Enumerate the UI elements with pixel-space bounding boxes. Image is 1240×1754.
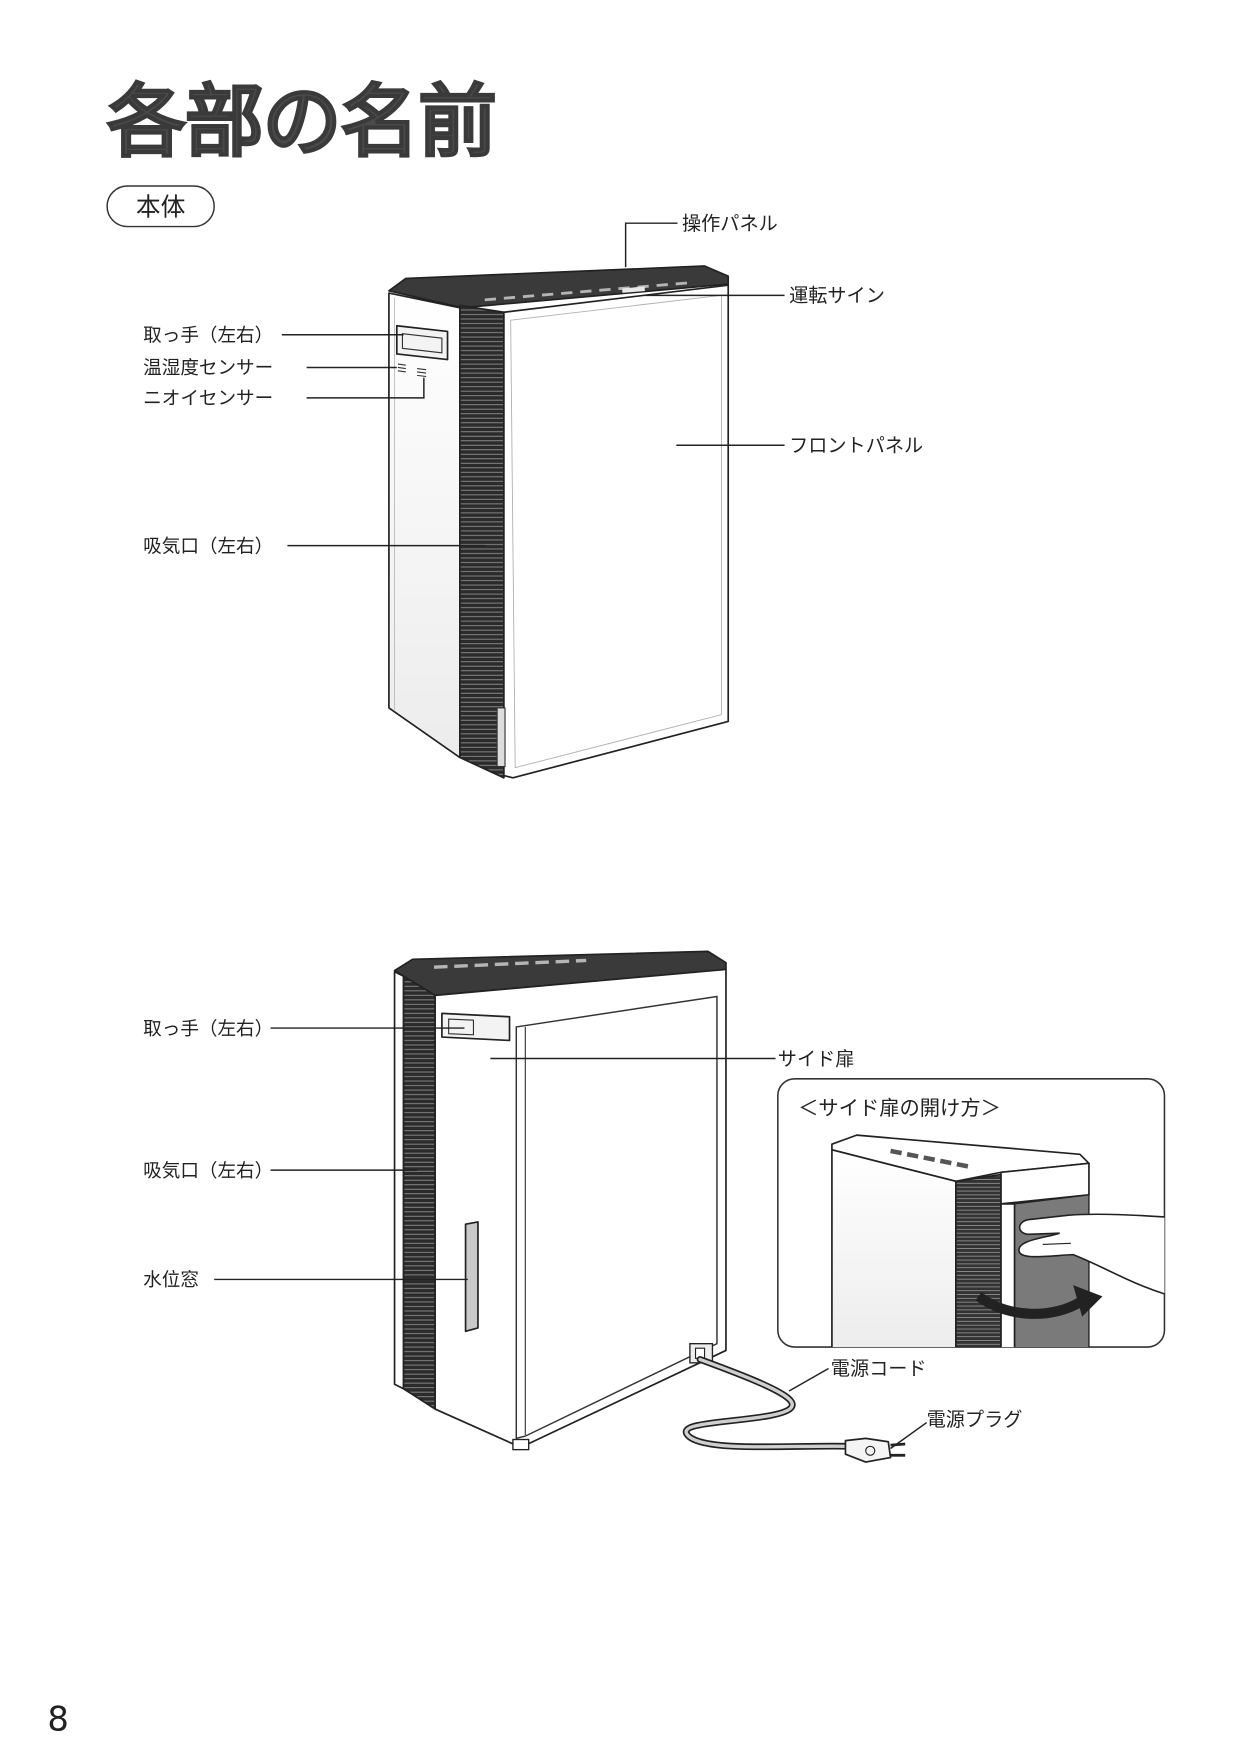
inset-box: ＜サイド扉の開け方＞ — [777, 1077, 1166, 1348]
hand-icon — [1018, 1213, 1165, 1298]
inset-left-face — [831, 1148, 957, 1348]
section-label: 本体 — [136, 192, 186, 221]
label-power-cord: 電源コード — [831, 1357, 927, 1380]
rear-view-leaders — [214, 1027, 928, 1450]
side-door — [515, 995, 718, 1440]
odor-sensor — [417, 368, 427, 378]
temp-humidity-sensor — [397, 363, 406, 373]
rear-top-buttons — [433, 958, 587, 969]
power-plug — [844, 1437, 906, 1463]
label-side-door: サイド扉 — [778, 1047, 855, 1070]
air-intake-grille — [459, 304, 505, 779]
page-number: 8 — [47, 1699, 69, 1738]
operation-sign-lamp — [622, 286, 645, 293]
section-pill-outline — [106, 185, 215, 228]
front-view-leaders — [281, 222, 785, 547]
page-title: 各部の名前 — [107, 76, 496, 168]
handle-recess — [395, 324, 449, 361]
front-panel-frame — [510, 294, 722, 769]
inset-grille — [955, 1173, 1002, 1348]
foot — [512, 1438, 530, 1451]
rear-left-edge — [393, 970, 405, 1390]
rear-handle-recess — [441, 1012, 511, 1042]
handle-inner — [401, 333, 443, 354]
label-water-level-window: 水位窓 — [143, 1270, 199, 1291]
inset-door-edge — [1000, 1203, 1016, 1348]
front-slot — [496, 707, 506, 768]
open-arrow-head-icon — [1073, 1285, 1103, 1317]
front-panel — [503, 284, 730, 779]
inset-buttons — [890, 1148, 970, 1169]
inset-illustration — [831, 1134, 1165, 1348]
water-level-window — [464, 1221, 479, 1333]
side-face — [434, 968, 727, 1449]
label-control-panel: 操作パネル — [682, 212, 778, 235]
label-handle-rear: 取っ手（左右） — [143, 1019, 273, 1040]
section-pill: 本体 — [106, 185, 215, 228]
label-temp-humidity-sensor: 温湿度センサー — [143, 358, 273, 379]
front-view-unit — [388, 265, 730, 779]
rear-air-intake-grille — [402, 975, 436, 1410]
rear-handle-inner — [448, 1018, 475, 1036]
label-power-plug: 電源プラグ — [927, 1408, 1023, 1431]
label-operation-sign: 運転サイン — [789, 284, 885, 307]
left-side-face — [388, 292, 461, 759]
label-handle-front: 取っ手（左右） — [143, 326, 273, 347]
label-air-intake-rear: 吸気口（左右） — [143, 1161, 273, 1182]
open-arrow-icon — [975, 1292, 1085, 1319]
label-air-intake-front: 吸気口（左右） — [143, 536, 273, 557]
label-front-panel: フロントパネル — [789, 434, 923, 457]
label-odor-sensor: ニオイセンサー — [143, 389, 273, 410]
rear-view-unit — [393, 950, 727, 1451]
control-panel-buttons — [484, 281, 688, 302]
inset-title: ＜サイド扉の開け方＞ — [798, 1096, 1001, 1120]
hand-finger-line — [1042, 1242, 1071, 1246]
power-cord — [682, 1356, 852, 1451]
